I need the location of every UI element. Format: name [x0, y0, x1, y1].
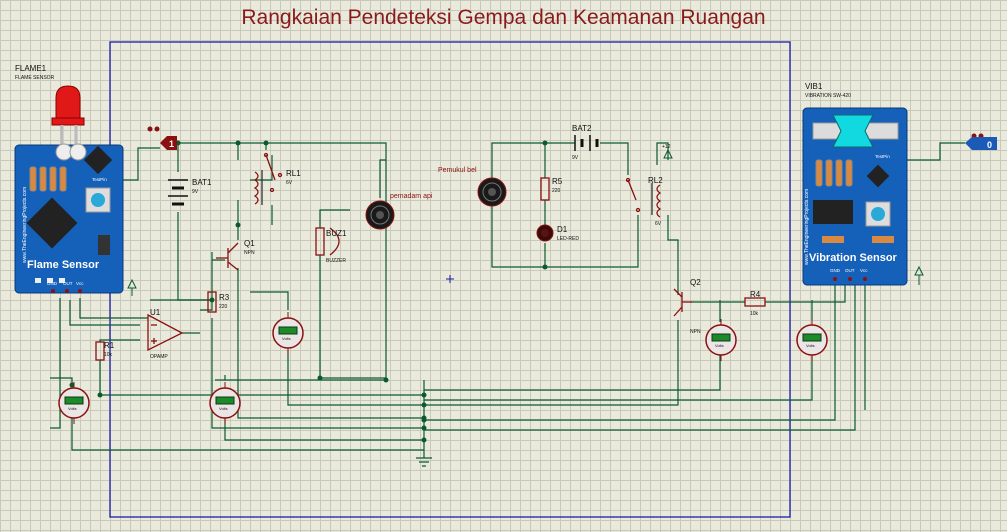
flame-pin-vcc: Vcc: [76, 281, 84, 286]
bat2-icon: [574, 135, 599, 151]
r3-ref: R3: [219, 293, 230, 302]
voltmeter-1: [58, 381, 90, 425]
voltmeter-4: [705, 318, 737, 362]
r5-resistor-icon: [540, 177, 550, 201]
rl2-ref: RL2: [648, 176, 663, 185]
relay1-icon: [253, 152, 283, 205]
vib-testpin: TestPin: [875, 154, 890, 159]
rl1-ref: RL1: [286, 169, 301, 178]
vib-pin-vcc: Vcc: [860, 268, 868, 273]
flame-testpin: TestPin: [92, 177, 107, 182]
flame-pin-gnd: GND: [47, 281, 58, 286]
q1-type: NPN: [244, 250, 255, 256]
r1-ref: R1: [104, 341, 115, 350]
voltmeter-3: [272, 311, 304, 355]
r1-value: 10k: [104, 352, 113, 358]
terminal-vib-label: 0: [987, 140, 992, 150]
voltmeter-2: [209, 381, 241, 425]
pemukul-label: Pemukul bel: [438, 167, 477, 174]
vib-part: VIBRATION SW-420: [805, 93, 851, 99]
diagram-title: Rangkaian Pendeteksi Gempa dan Keamanan …: [241, 6, 766, 29]
flame-ref: FLAME1: [15, 64, 47, 73]
r4-resistor-icon: [744, 297, 766, 307]
q1-transistor-icon: [216, 242, 239, 271]
vib-board-label: Vibration Sensor: [809, 252, 898, 264]
buz1-part: BUZZER: [326, 258, 346, 264]
vib-testpoint-icon: [914, 265, 924, 285]
bat2-ref: BAT2: [572, 124, 592, 133]
voltmeter-5-unit: Volts: [806, 343, 815, 348]
r1-resistor-icon: [95, 341, 105, 361]
u1-ref: U1: [150, 308, 161, 317]
vib-site: www.TheEngineeringProjects.com: [804, 189, 810, 265]
voltmeter-5: [796, 318, 828, 362]
voltmeter-3-unit: Volts: [282, 336, 291, 341]
origin-marker-icon: [446, 275, 454, 283]
d1-led-icon: [536, 224, 554, 242]
voltmeter-4-unit: Volts: [715, 343, 724, 348]
wires: [50, 142, 965, 467]
q2-ref: Q2: [690, 278, 701, 287]
terminal-vib-icon: [965, 133, 997, 150]
buzzer-icon: [315, 227, 340, 256]
voltmeter-1-unit: Volts: [68, 406, 77, 411]
buz1-ref: BUZ1: [326, 229, 347, 238]
bat1-value: 9V: [192, 189, 199, 195]
plus12-label: +12: [662, 144, 671, 150]
u1-part: OPAMP: [150, 354, 168, 360]
d1-part: LED-RED: [557, 236, 579, 242]
vibration-sensor-board: [802, 107, 908, 286]
vib-ref: VIB1: [805, 82, 823, 91]
r3-value: 220: [219, 304, 228, 310]
bat1-ref: BAT1: [192, 178, 212, 187]
pemukul-bell-icon: [477, 177, 507, 207]
q2-transistor-icon: [673, 288, 692, 317]
relay2-icon: [625, 177, 662, 218]
r5-value: 220: [552, 188, 561, 194]
vib-pin-out: OUT: [845, 268, 855, 273]
q1-ref: Q1: [244, 239, 255, 248]
flame-site: www.TheEngineeringProjects.com: [22, 187, 28, 263]
r3-resistor-icon: [207, 291, 217, 313]
d1-ref: D1: [557, 225, 568, 234]
terminal-flame-icon: [147, 126, 177, 150]
flame-pin-dots: [51, 289, 82, 293]
flame-sensor-board: [14, 143, 124, 294]
r4-ref: R4: [750, 290, 761, 299]
flame-board-label: Flame Sensor: [27, 259, 100, 271]
r5-ref: R5: [552, 177, 563, 186]
vib-pin-gnd: GND: [830, 268, 841, 273]
bat2-value: 9V: [572, 155, 579, 161]
voltmeter-2-unit: Volts: [219, 406, 228, 411]
q2-type: NPN: [690, 329, 701, 335]
terminal-flame-label: 1: [169, 139, 174, 149]
rl2-value: 6V: [655, 221, 662, 227]
vib-pin-dots: [833, 277, 867, 281]
rl1-value: 6V: [286, 180, 293, 186]
flame-sensor-led-icon: [51, 85, 85, 150]
flame-pin-out: OUT: [63, 281, 73, 286]
u1-opamp-icon: [147, 313, 184, 352]
flame-testpoint-icon: [127, 278, 137, 296]
pemadam-label: pemadam api: [390, 193, 433, 200]
plus12-testpoint-icon: [663, 148, 673, 159]
bat1-icon: [168, 179, 188, 206]
junctions: [69, 140, 548, 443]
pemadam-speaker-icon: [365, 200, 395, 230]
flame-part: FLAME SENSOR: [15, 75, 55, 81]
r4-value: 10k: [750, 311, 759, 317]
